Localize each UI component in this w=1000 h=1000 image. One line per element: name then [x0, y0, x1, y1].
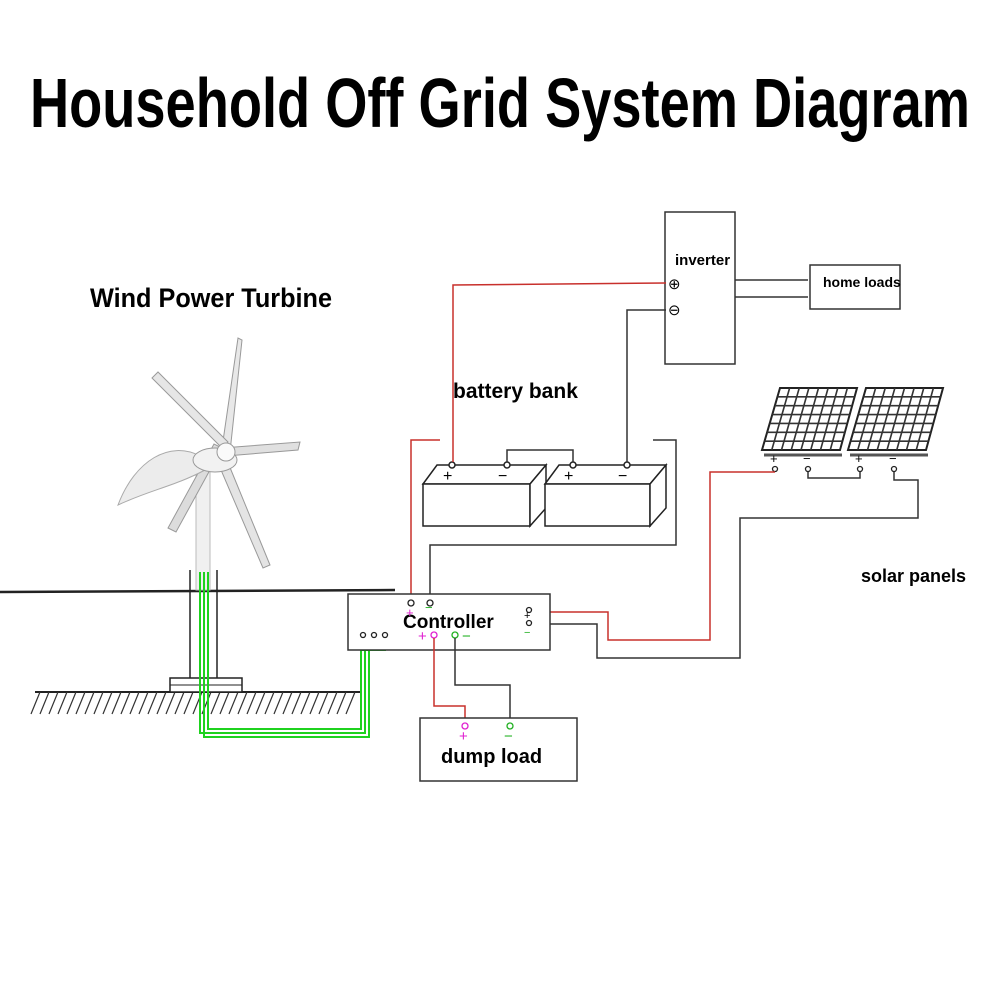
wind-turbine-label: Wind Power Turbine	[90, 283, 332, 313]
home-loads-label: home loads	[823, 274, 901, 290]
battery1-plus: +	[443, 468, 452, 485]
battery-controller-positive-wire	[410, 439, 440, 600]
battery-series-link	[506, 449, 574, 462]
horizon-line	[0, 588, 396, 594]
solar-positive-wire	[532, 471, 775, 641]
controller-battery-plus: +	[406, 605, 414, 620]
controller-dump-plus: +	[418, 628, 427, 645]
solar-negative-wire	[532, 472, 919, 659]
solar-panels-label: solar panels	[861, 566, 966, 586]
controller-box	[347, 593, 551, 651]
panel2-minus: −	[889, 451, 897, 466]
controller-solar-minus: −	[524, 627, 530, 639]
inverter-negative-wire	[626, 309, 666, 462]
battery-icon	[421, 462, 668, 528]
inverter-box	[664, 211, 736, 365]
inverter-minus-terminal: ⊖	[668, 302, 681, 319]
inverter-label: inverter	[675, 252, 730, 269]
inverter-positive-wire	[452, 282, 667, 462]
controller-terminals	[359, 599, 533, 639]
controller-battery-minus: −	[425, 600, 433, 615]
battery-controller-negative-wire	[429, 439, 677, 600]
dump-load-minus: −	[504, 728, 513, 745]
panel2-plus: +	[855, 451, 863, 466]
wind-turbine-icon	[117, 337, 301, 693]
battery2-minus: −	[618, 468, 627, 485]
controller-dump-minus: −	[462, 628, 471, 645]
page-title: Household Off Grid System Diagram	[30, 64, 970, 142]
controller-label: Controller	[403, 612, 494, 633]
battery1-minus: −	[498, 468, 507, 485]
inverter-plus-terminal: ⊕	[668, 276, 681, 293]
dump-load-plus: +	[459, 728, 468, 745]
panel1-minus: −	[803, 451, 811, 466]
solar-terminals	[771, 465, 898, 473]
dump-load-box	[419, 717, 578, 782]
dump-load-positive-wire	[433, 638, 466, 723]
controller-solar-plus: +	[524, 610, 530, 622]
solar-series-link	[807, 472, 861, 479]
home-loads-box	[809, 264, 901, 310]
battery2-plus: +	[564, 468, 573, 485]
ground	[30, 691, 360, 715]
panel1-plus: +	[770, 451, 778, 466]
dump-load-label: dump load	[441, 746, 542, 768]
solar-panel-icon	[760, 387, 945, 457]
dump-load-terminals	[461, 722, 514, 730]
dump-load-negative-wire	[454, 638, 511, 723]
ac-output-lines	[735, 279, 808, 298]
battery-bank-label: battery bank	[453, 380, 578, 403]
